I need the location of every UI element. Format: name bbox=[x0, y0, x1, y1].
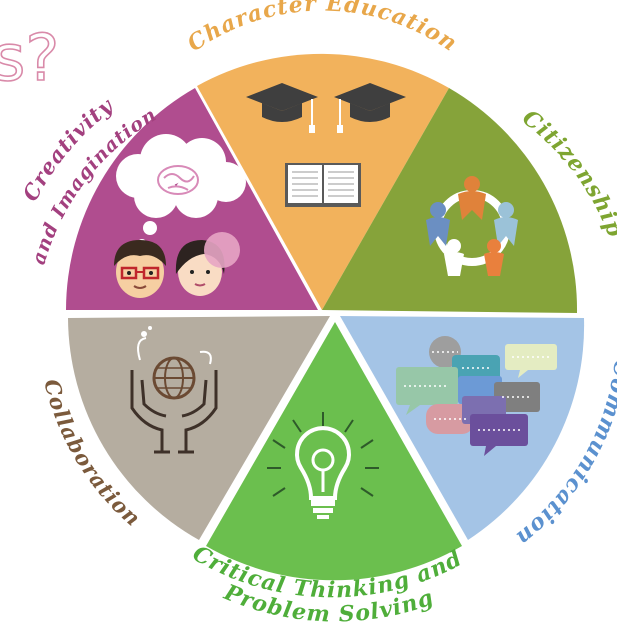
graduation-caps-and-book-icon bbox=[246, 83, 406, 207]
hands-globe-icon bbox=[130, 326, 218, 454]
speech-bubbles-icon bbox=[396, 336, 557, 456]
label-character-education: Character Education bbox=[183, 0, 462, 57]
lightbulb-magnifier-icon bbox=[267, 412, 379, 519]
thought-cloud-faces-icon bbox=[114, 134, 246, 298]
wedge-critical-thinking bbox=[206, 322, 462, 581]
corner-glyph: s? bbox=[0, 22, 59, 96]
people-circle-icon bbox=[426, 176, 518, 276]
boy-face-icon bbox=[114, 240, 166, 298]
girl-face-icon bbox=[175, 232, 240, 296]
